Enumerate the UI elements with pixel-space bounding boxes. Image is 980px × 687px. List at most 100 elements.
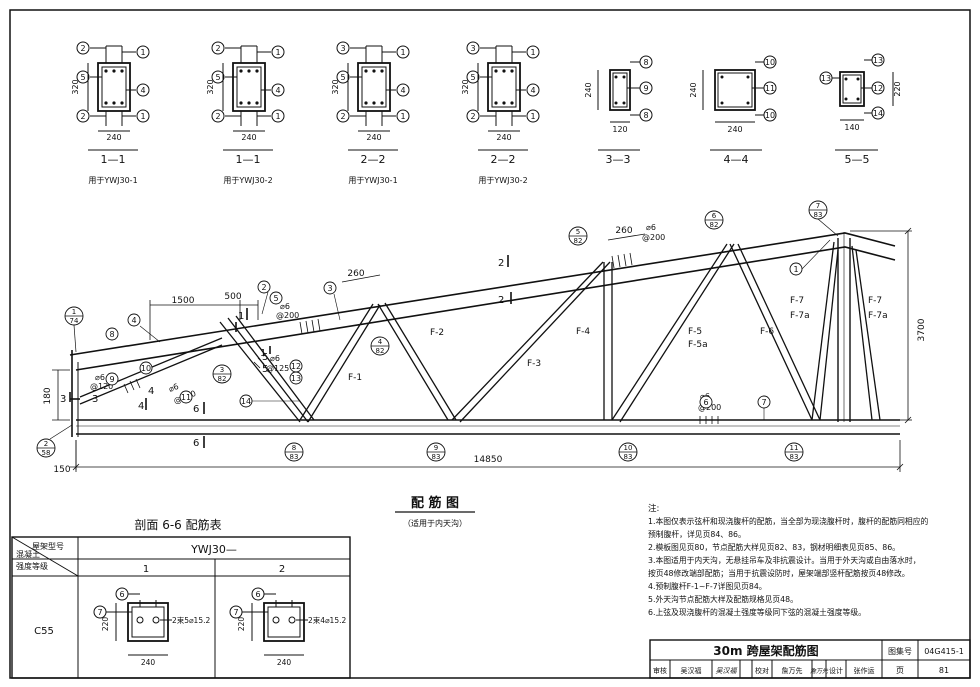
tag-e: 2: [470, 112, 475, 121]
notes-block: 注: 1.本图仅表示弦杆和现浇腹杆的配筋，当全部为现浇腹杆时，腹杆的配筋同相应的…: [648, 503, 929, 617]
bubble-7: 7: [761, 398, 766, 407]
rebar-note: @200: [276, 311, 299, 320]
tag-d: 14: [873, 109, 883, 118]
rebar-note: ⌀6: [280, 302, 290, 311]
cut-5-bottom: 5: [262, 364, 268, 375]
member-f7a-left: F-7a: [790, 311, 810, 321]
tag-b: 1: [530, 48, 535, 57]
tag-a: 8: [643, 58, 648, 67]
header-grade-1: 混凝土: [16, 549, 40, 559]
sign-name-check: 詹万先: [782, 666, 803, 675]
detail-6-num: 6: [712, 212, 717, 220]
strand-spec: 2束4⌀15.2: [308, 616, 346, 625]
tag-f: 1: [400, 112, 405, 121]
tag-c: 5: [215, 73, 220, 82]
bubble-6: 6: [703, 398, 708, 407]
tag-f: 1: [140, 112, 145, 121]
detail-7-num: 7: [816, 202, 820, 210]
detail-11-sheet: 83: [790, 453, 799, 461]
section-title: 1—1: [101, 153, 126, 166]
section-title: 2—2: [361, 153, 386, 166]
section-usage: 用于YWJ30-1: [348, 176, 397, 185]
signature-design: 张作运: [865, 667, 884, 675]
title-block: 30m 跨屋架配筋图 图集号 04G415-1 页 81 审核 吴汉福 吴汉福 …: [649, 639, 971, 679]
cut-1-top: 1: [238, 311, 244, 322]
detail-10-sheet: 83: [624, 453, 633, 461]
note-line: 按页48修改端部配筋；当用于抗震设防时，屋架端部竖杆配筋按页48修改。: [648, 568, 910, 578]
dim-260-b: 260: [615, 226, 632, 236]
sign-label-design: 设计: [829, 666, 843, 675]
section-title: 4—4: [724, 153, 749, 166]
dim-height: 320: [71, 79, 80, 94]
atlas-number: 04G415-1: [924, 647, 964, 656]
rebar-note: @200: [642, 233, 665, 242]
sheet-title: 30m 跨屋架配筋图: [713, 643, 818, 658]
dim-width: 140: [844, 123, 859, 132]
member-f2: F-2: [430, 328, 444, 338]
bubble-1: 1: [793, 265, 798, 274]
detail-11-num: 11: [790, 444, 799, 452]
bubble-13: 13: [291, 374, 301, 383]
detail-3-sheet: 82: [218, 375, 227, 383]
dim-260-a: 260: [347, 269, 364, 279]
cut-5-top: 5: [262, 352, 268, 363]
drawing-title: 配 筋 图: [411, 495, 459, 511]
tag-a: 2: [80, 44, 85, 53]
truss-elevation: 2 2 1 1 6 6 3 3 4 4 5 5 14850 3700 180 1…: [36, 200, 927, 475]
tag-a: 10: [765, 58, 775, 67]
tag-a: 3: [340, 44, 345, 53]
tag-c: 5: [470, 73, 475, 82]
dim-bottom-offset: 150: [53, 465, 70, 475]
bubble-8: 8: [109, 330, 114, 339]
col-1-header: 1: [143, 564, 149, 575]
cut-1-bottom: 1: [260, 348, 266, 359]
rebar-note: @200: [698, 403, 721, 412]
sign-label-review: 审核: [653, 666, 667, 675]
tag-f: 1: [530, 112, 535, 121]
rebar-note: ⌀6: [167, 382, 180, 394]
dim-width: 240: [496, 133, 511, 142]
rebar-table-6-6: 剖面 6-6 配筋表 屋架型号 混凝土 强度等级 YWJ30— 1 2 C55: [11, 517, 351, 679]
section-title: 1—1: [236, 153, 261, 166]
section-1-1-ywj30-2: 2 1 5 4 2 1 320 240 1—1 用于YWJ30-2: [206, 41, 285, 185]
signature-check: 詹万先: [810, 667, 829, 675]
page-label: 页: [896, 666, 904, 675]
atlas-label: 图集号: [888, 646, 912, 656]
rebar-note: ⌀6: [270, 354, 280, 363]
detail-1-sheet: 74: [70, 317, 79, 325]
detail-9-num: 9: [434, 444, 438, 452]
dim-height: 3700: [917, 318, 927, 341]
bubble-2: 2: [261, 283, 266, 292]
tag-d: 4: [275, 86, 280, 95]
page-number: 81: [939, 666, 949, 675]
member-f7-left: F-7: [790, 296, 804, 306]
tag-a: 3: [470, 44, 475, 53]
tag-b: 1: [400, 48, 405, 57]
cut-2-top: 2: [498, 258, 504, 269]
tag-top: 6: [255, 590, 260, 599]
cell-section-2: 6 7 2束4⌀15.2 220 240: [229, 587, 346, 667]
note-line: 3.本图适用于内天沟，无悬挂吊车及非抗震设计。当用于外天沟或自由落水时，: [648, 555, 921, 565]
sheet-border: [9, 9, 971, 679]
dim-1500: 1500: [172, 296, 195, 306]
detail-8-num: 8: [292, 444, 296, 452]
section-2-2-ywj30-1: 3 1 5 4 2 1 320 240 2—2 用于YWJ30-1: [331, 41, 410, 185]
detail-6-sheet: 82: [710, 221, 719, 229]
sign-name-design: 张作运: [854, 666, 875, 675]
cut-4-top: 4: [138, 401, 144, 412]
dim-height: 320: [206, 79, 215, 94]
detail-5-num: 5: [576, 228, 580, 236]
dim-width: 120: [612, 125, 627, 134]
tag-left: 7: [233, 608, 238, 617]
dim-width: 240: [241, 133, 256, 142]
dim-height: 320: [331, 79, 340, 94]
detail-2-sheet: 58: [42, 449, 51, 457]
signature-review: 吴汉福: [716, 667, 738, 675]
section-title: 3—3: [606, 153, 631, 166]
note-line: 5.外天沟节点配筋大样及配筋规格见页48。: [648, 594, 798, 604]
detail-1-num: 1: [72, 308, 76, 316]
dim-width: 240: [366, 133, 381, 142]
section-3-3: 8 9 8 240 120 3—3: [584, 55, 653, 166]
detail-7-sheet: 83: [814, 211, 823, 219]
